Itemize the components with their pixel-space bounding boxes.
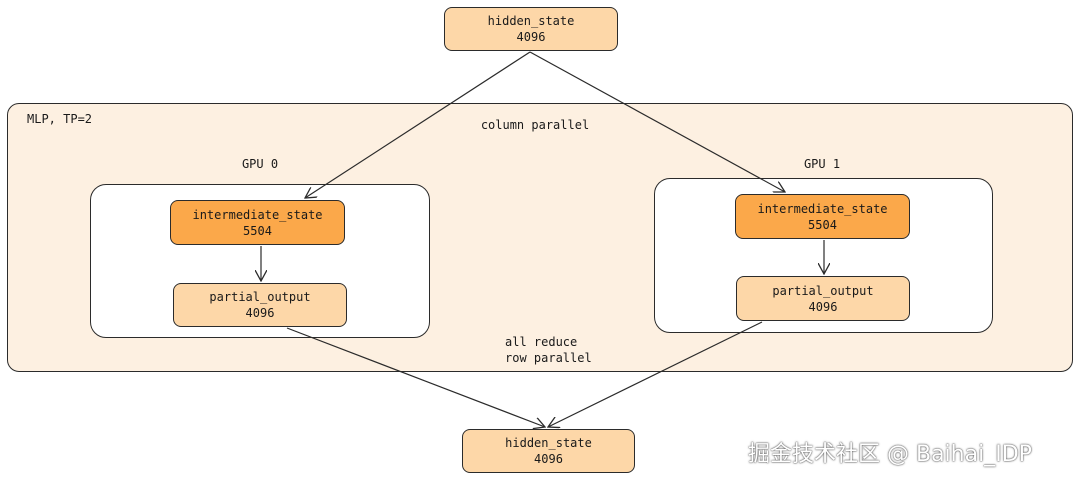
- top-hidden-state-size: 4096: [516, 30, 546, 44]
- top-hidden-state-node: hidden_state 4096: [444, 7, 618, 51]
- column-parallel-label: column parallel: [480, 118, 590, 132]
- gpu1-title: GPU 1: [803, 157, 841, 171]
- watermark-text: 掘金技术社区 @ Baihai_IDP: [748, 442, 1032, 467]
- bottom-hidden-state-name: hidden_state: [505, 436, 592, 450]
- gpu0-partial-name: partial_output: [209, 290, 311, 304]
- gpu1-partial-output-node: partial_output 4096: [736, 276, 910, 321]
- all-reduce-label: all reduce: [505, 335, 578, 349]
- gpu0-intermediate-state-node: intermediate_state 5504: [170, 200, 345, 245]
- arrow-gpu1-partial-to-bottom: [548, 321, 763, 427]
- gpu1-partial-name: partial_output: [772, 283, 874, 298]
- gpu1-partial-size: 4096: [808, 299, 838, 314]
- gpu0-intermediate-size: 5504: [243, 223, 272, 238]
- gpu0-title: GPU 0: [241, 157, 279, 171]
- gpu0-intermediate-name: intermediate_state: [192, 207, 323, 222]
- arrow-top-to-gpu0: [305, 51, 531, 198]
- top-hidden-state-name: hidden_state: [487, 14, 575, 28]
- bottom-hidden-state-node: hidden_state 4096: [462, 429, 635, 473]
- row-parallel-label: row parallel: [505, 351, 592, 365]
- bottom-hidden-state-size: 4096: [534, 452, 563, 466]
- gpu0-partial-size: 4096: [245, 306, 275, 320]
- arrow-gpu0-partial-to-bottom: [286, 327, 545, 427]
- arrow-top-to-gpu1: [529, 51, 785, 192]
- gpu0-partial-output-node: partial_output 4096: [173, 283, 347, 327]
- gpu1-intermediate-name: intermediate_state: [757, 201, 888, 216]
- gpu1-intermediate-size: 5504: [808, 217, 837, 232]
- mlp-group-title: MLP, TP=2: [27, 112, 93, 126]
- gpu1-intermediate-state-node: intermediate_state 5504: [735, 194, 910, 239]
